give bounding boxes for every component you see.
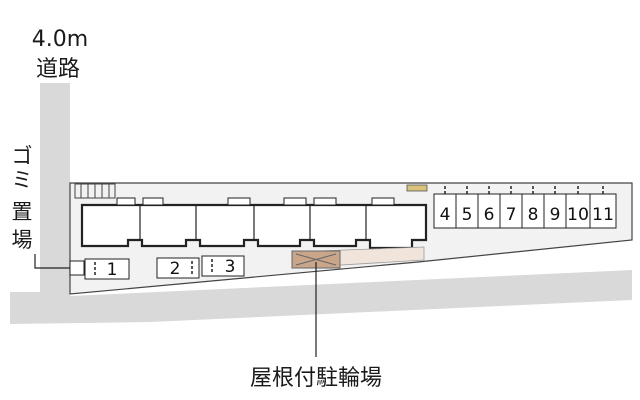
garbage-label-char: 場 bbox=[12, 228, 33, 252]
road-name-label: 道路 bbox=[36, 57, 80, 82]
parking-slot-3 bbox=[201, 255, 245, 277]
fence-hatch bbox=[74, 183, 116, 199]
parking-slot-1 bbox=[84, 258, 130, 280]
parking-slot-label: 9 bbox=[550, 205, 561, 225]
road-width-label: 4.0m bbox=[32, 27, 88, 52]
parking-slot-label: 3 bbox=[225, 257, 236, 277]
left-parking: 1 2 3 bbox=[84, 255, 245, 280]
parking-slot-label: 1 bbox=[107, 260, 118, 280]
parking-slot-label: 4 bbox=[440, 205, 451, 225]
garbage-leader bbox=[34, 254, 70, 269]
parking-slot-label: 5 bbox=[462, 205, 473, 225]
garbage-label-char: ミ bbox=[12, 168, 33, 192]
right-parking: 4 5 6 7 8 9 10 11 bbox=[433, 186, 617, 229]
parking-slot-label: 10 bbox=[567, 205, 589, 225]
parking-slot-label: 7 bbox=[506, 205, 517, 225]
garbage-label-char: 置 bbox=[12, 200, 33, 224]
parking-slot-label: 8 bbox=[528, 205, 539, 225]
utility-marker bbox=[406, 184, 428, 192]
parking-slot-2 bbox=[156, 257, 200, 279]
parking-slot-label: 6 bbox=[484, 205, 495, 225]
parking-slot-label: 11 bbox=[592, 205, 614, 225]
garbage-label-char: ゴ bbox=[12, 144, 33, 168]
road-horizontal bbox=[10, 270, 632, 324]
apartment-building bbox=[80, 197, 428, 250]
road-vertical bbox=[40, 83, 70, 294]
garbage-area bbox=[69, 260, 85, 276]
parking-slot-label: 2 bbox=[170, 259, 181, 279]
bicycle-parking-label: 屋根付駐輪場 bbox=[250, 366, 382, 391]
